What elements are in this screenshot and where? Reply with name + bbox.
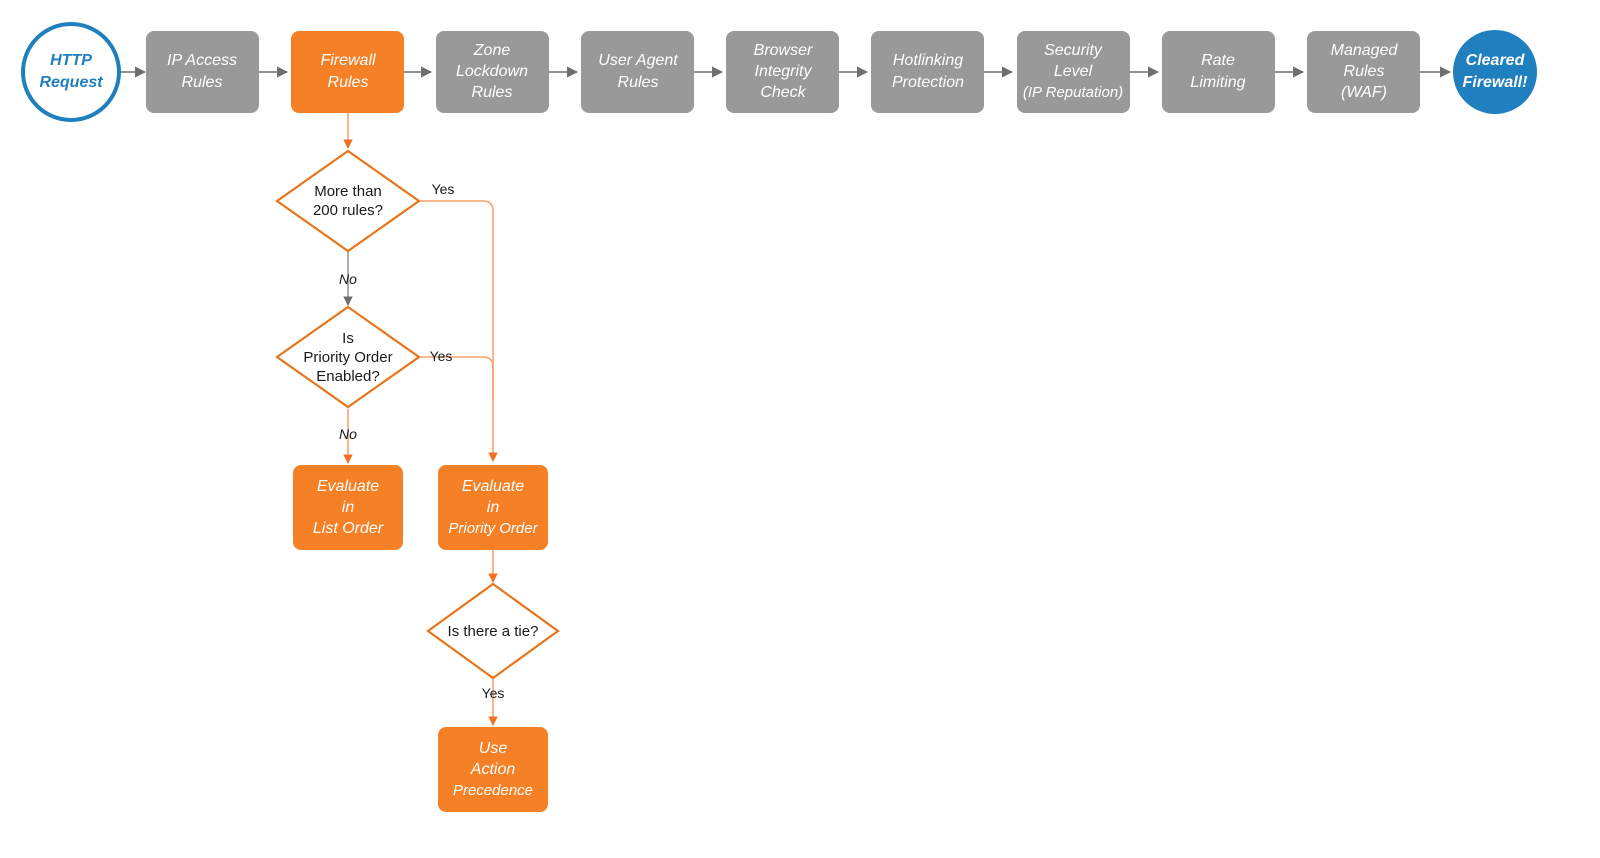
cleared-firewall-line-2: Firewall!: [1463, 74, 1529, 91]
edge-label-decision1-no: No: [339, 271, 357, 287]
hotlinking-protection-line-1: Hotlinking: [893, 52, 963, 69]
use-action-precedence-line-1: Use: [479, 740, 508, 757]
is-priority-order-enabled-line-1: Is: [342, 330, 354, 347]
firewall-rules-line-1: Firewall: [320, 52, 376, 69]
more-than-200-rules-line-1: More than: [314, 183, 382, 200]
use-action-precedence-line-3: Precedence: [453, 782, 533, 799]
node-zone-lockdown-rules[interactable]: Zone Lockdown Rules: [436, 31, 549, 113]
http-request-circle[interactable]: [21, 22, 121, 122]
evaluate-in-priority-order-box[interactable]: [438, 465, 548, 550]
node-user-agent-rules[interactable]: User Agent Rules: [581, 31, 694, 113]
edge-labels: Yes No Yes No Yes: [339, 181, 504, 701]
managed-rules-waf-line-1: Managed: [1331, 42, 1399, 59]
node-security-level[interactable]: Security Level (IP Reputation): [1017, 31, 1130, 113]
branch-connectors: Is Priority Order Enabled? --> right the…: [343, 113, 498, 726]
security-level-line-1: Security: [1044, 42, 1103, 59]
node-http-request[interactable]: HTTP Request: [21, 22, 121, 122]
evaluate-in-list-order-line-3: List Order: [313, 520, 384, 537]
more-than-200-rules-diamond[interactable]: [275, 149, 421, 253]
browser-integrity-check-line-3: Check: [760, 84, 806, 101]
hotlinking-protection-box[interactable]: [871, 31, 984, 113]
evaluate-in-priority-order-line-1: Evaluate: [462, 478, 524, 495]
rate-limiting-line-2: Limiting: [1190, 74, 1245, 91]
zone-lockdown-rules-box[interactable]: [436, 31, 549, 113]
zone-lockdown-rules-line-1: Zone: [473, 42, 511, 59]
rate-limiting-line-1: Rate: [1201, 52, 1235, 69]
node-decision-is-there-a-tie[interactable]: Is there a tie?: [426, 582, 560, 680]
zone-lockdown-rules-line-2: Lockdown: [456, 63, 528, 80]
is-there-a-tie-line-1: Is there a tie?: [448, 623, 539, 640]
user-agent-rules-box[interactable]: [581, 31, 694, 113]
evaluate-in-list-order-line-2: in: [342, 499, 355, 516]
node-browser-integrity-check[interactable]: Browser Integrity Check: [726, 31, 839, 113]
managed-rules-waf-line-2: Rules: [1344, 63, 1385, 80]
edge-label-decision2-yes: Yes: [430, 348, 453, 364]
user-agent-rules-line-1: User Agent: [598, 52, 678, 69]
ip-access-rules-line-2: Rules: [182, 74, 223, 91]
node-evaluate-in-priority-order[interactable]: Evaluate in Priority Order: [438, 465, 548, 550]
use-action-precedence-box[interactable]: [438, 727, 548, 812]
http-request-line-1: HTTP: [50, 52, 92, 69]
browser-integrity-check-line-1: Browser: [754, 42, 813, 59]
is-priority-order-enabled-diamond[interactable]: [275, 305, 421, 409]
is-priority-order-enabled-line-3: Enabled?: [316, 368, 379, 385]
is-priority-order-enabled-line-2: Priority Order: [303, 349, 392, 366]
node-firewall-rules[interactable]: Firewall Rules: [291, 31, 404, 113]
node-cleared-firewall[interactable]: Cleared Firewall!: [1453, 30, 1537, 114]
connector-decision2-yes: [419, 356, 494, 400]
cleared-firewall-circle[interactable]: [1453, 30, 1537, 114]
node-hotlinking-protection[interactable]: Hotlinking Protection: [871, 31, 984, 113]
connector-decision1-yes: [419, 200, 498, 462]
ip-access-rules-box[interactable]: [146, 31, 259, 113]
browser-integrity-check-line-2: Integrity: [755, 63, 813, 80]
managed-rules-waf-line-3: (WAF): [1341, 84, 1387, 101]
managed-rules-waf-box[interactable]: [1307, 31, 1420, 113]
user-agent-rules-line-2: Rules: [618, 74, 659, 91]
node-rate-limiting[interactable]: Rate Limiting: [1162, 31, 1275, 113]
cleared-firewall-line-1: Cleared: [1466, 52, 1526, 69]
rate-limiting-box[interactable]: [1162, 31, 1275, 113]
node-decision-more-than-200-rules[interactable]: More than 200 rules?: [275, 149, 421, 253]
use-action-precedence-line-2: Action: [470, 761, 516, 778]
evaluate-in-list-order-line-1: Evaluate: [317, 478, 379, 495]
security-level-line-3: (IP Reputation): [1023, 84, 1123, 101]
hotlinking-protection-line-2: Protection: [892, 74, 964, 91]
security-level-box[interactable]: [1017, 31, 1130, 113]
is-there-a-tie-diamond[interactable]: [426, 582, 560, 680]
firewall-rules-line-2: Rules: [328, 74, 369, 91]
evaluate-in-list-order-box[interactable]: [293, 465, 403, 550]
security-level-line-2: Level: [1054, 63, 1093, 80]
ip-access-rules-line-1: IP Access: [167, 52, 237, 69]
node-managed-rules-waf[interactable]: Managed Rules (WAF): [1307, 31, 1420, 113]
edge-label-tie-yes: Yes: [482, 685, 505, 701]
zone-lockdown-rules-line-3: Rules: [472, 84, 513, 101]
evaluate-in-priority-order-line-2: in: [487, 499, 500, 516]
node-use-action-precedence[interactable]: Use Action Precedence: [438, 727, 548, 812]
more-than-200-rules-line-2: 200 rules?: [313, 202, 383, 219]
firewall-rules-box[interactable]: [291, 31, 404, 113]
node-evaluate-in-list-order[interactable]: Evaluate in List Order: [293, 465, 403, 550]
http-request-line-2: Request: [39, 74, 103, 91]
edge-label-decision1-yes: Yes: [432, 181, 455, 197]
browser-integrity-check-box[interactable]: [726, 31, 839, 113]
evaluate-in-priority-order-line-3: Priority Order: [448, 520, 538, 537]
node-decision-is-priority-order-enabled[interactable]: Is Priority Order Enabled?: [275, 305, 421, 409]
edge-label-decision2-no: No: [339, 426, 357, 442]
node-ip-access-rules[interactable]: IP Access Rules: [146, 31, 259, 113]
